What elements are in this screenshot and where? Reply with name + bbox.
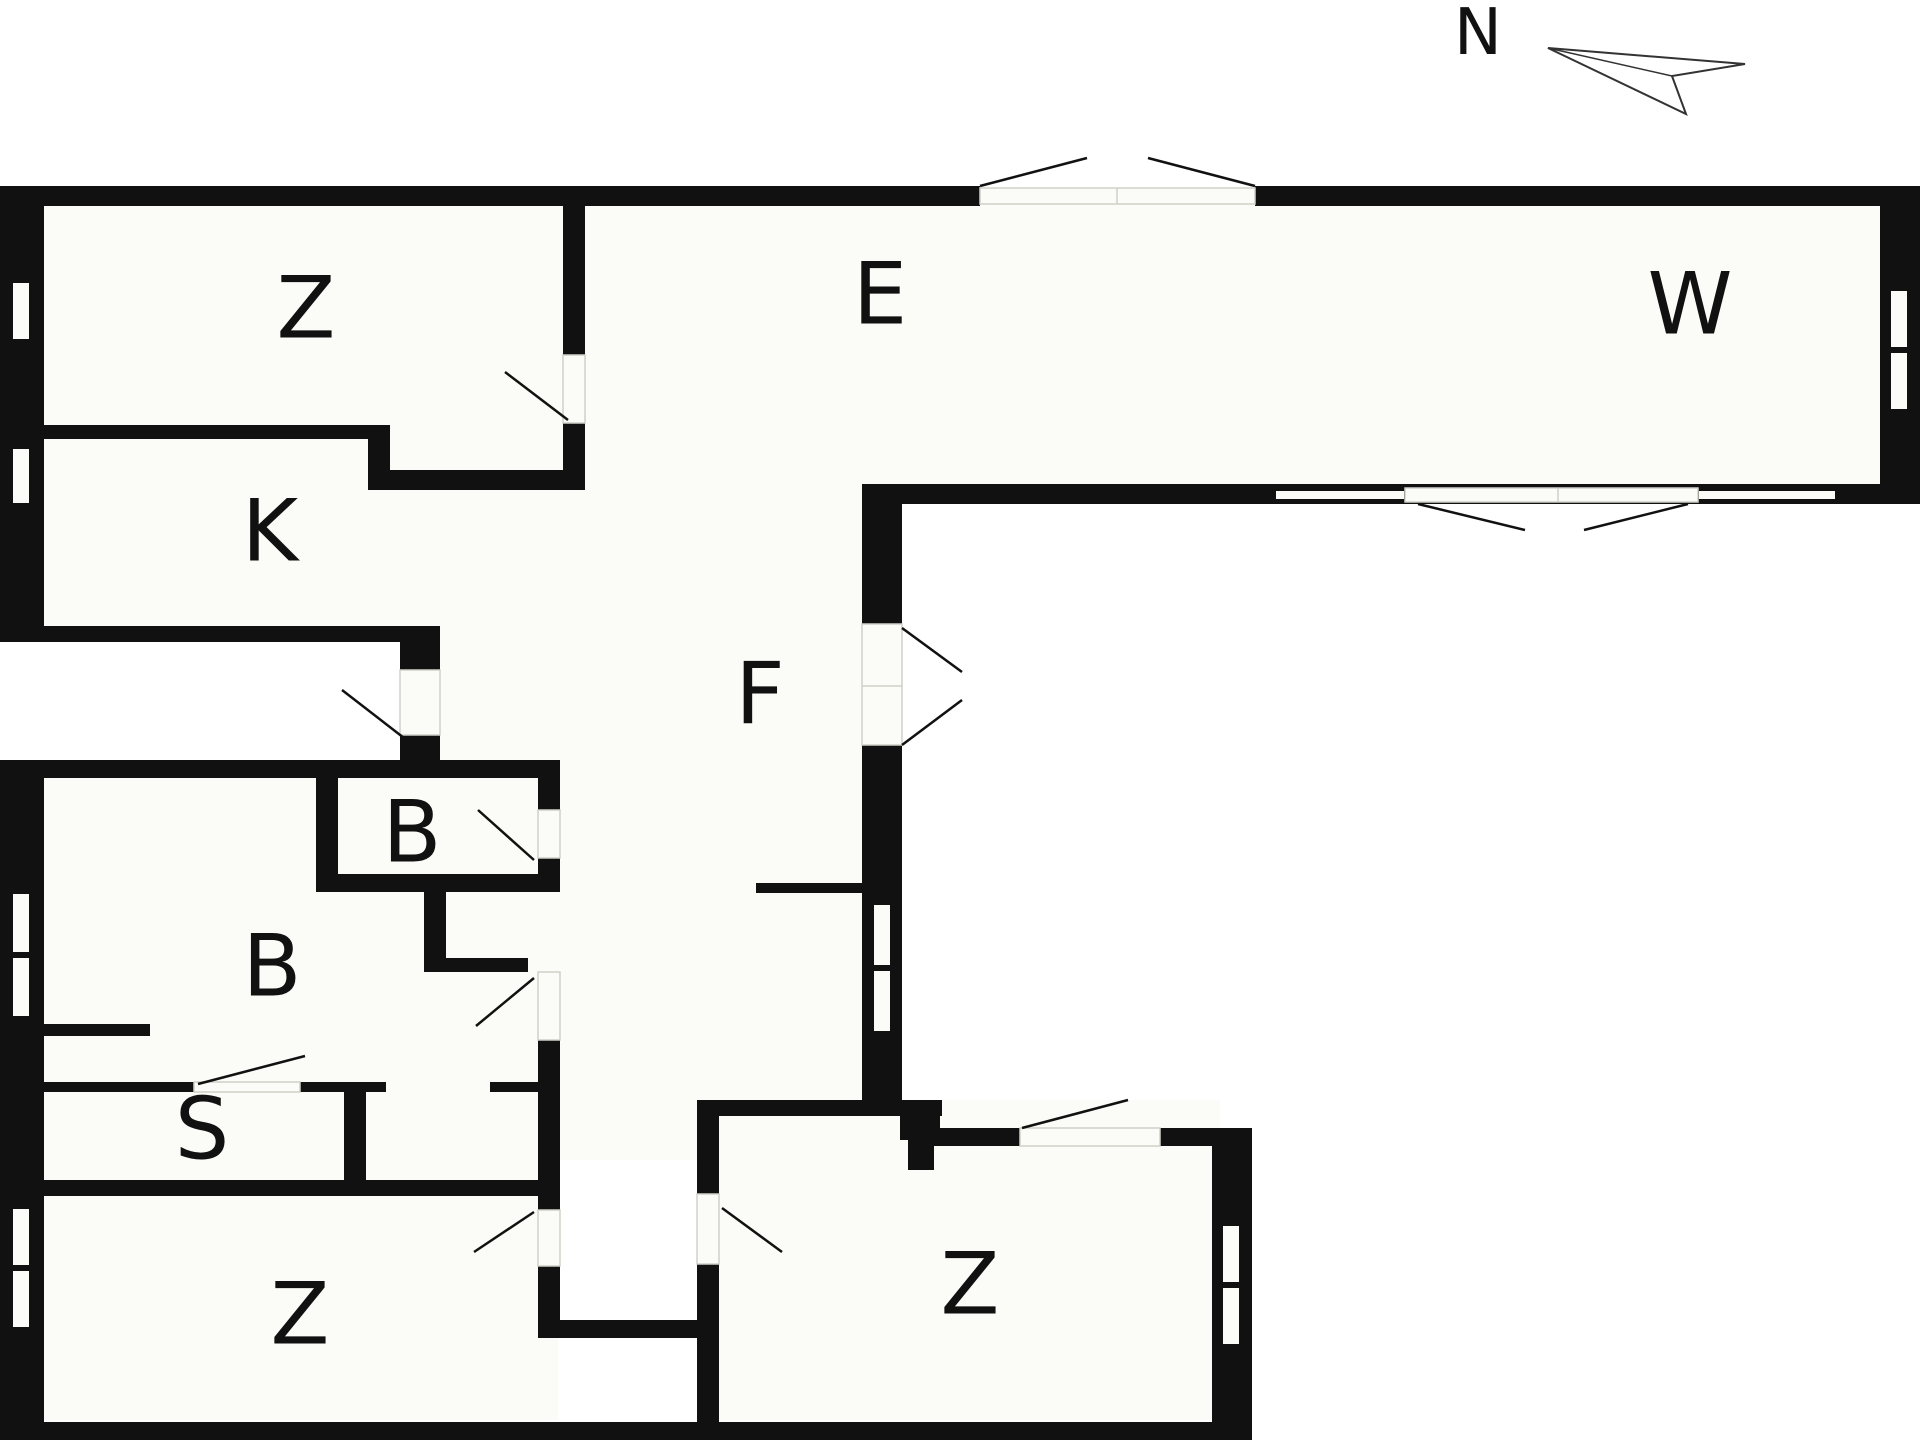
north-arrow-icon: [1547, 47, 1746, 116]
room-label-bedroom-bottom-left: Z: [271, 1264, 330, 1364]
compass: N: [1454, 0, 1746, 116]
windows: [11, 281, 1909, 1346]
room-labels: Z E W K F B B S Z Z: [175, 244, 1733, 1364]
room-label-toilet: B: [383, 782, 442, 882]
room-label-kitchen: K: [242, 481, 301, 581]
room-label-bedroom-top: Z: [277, 258, 336, 358]
doors: [193, 156, 1699, 1267]
room-label-bathroom: B: [243, 916, 302, 1016]
room-label-living-dining: E: [853, 244, 907, 344]
room-label-living: W: [1647, 254, 1732, 354]
room-label-storage: S: [175, 1079, 230, 1179]
north-label: N: [1454, 0, 1502, 70]
room-label-bedroom-bottom-right: Z: [941, 1234, 1000, 1334]
room-label-hallway: F: [735, 644, 784, 744]
